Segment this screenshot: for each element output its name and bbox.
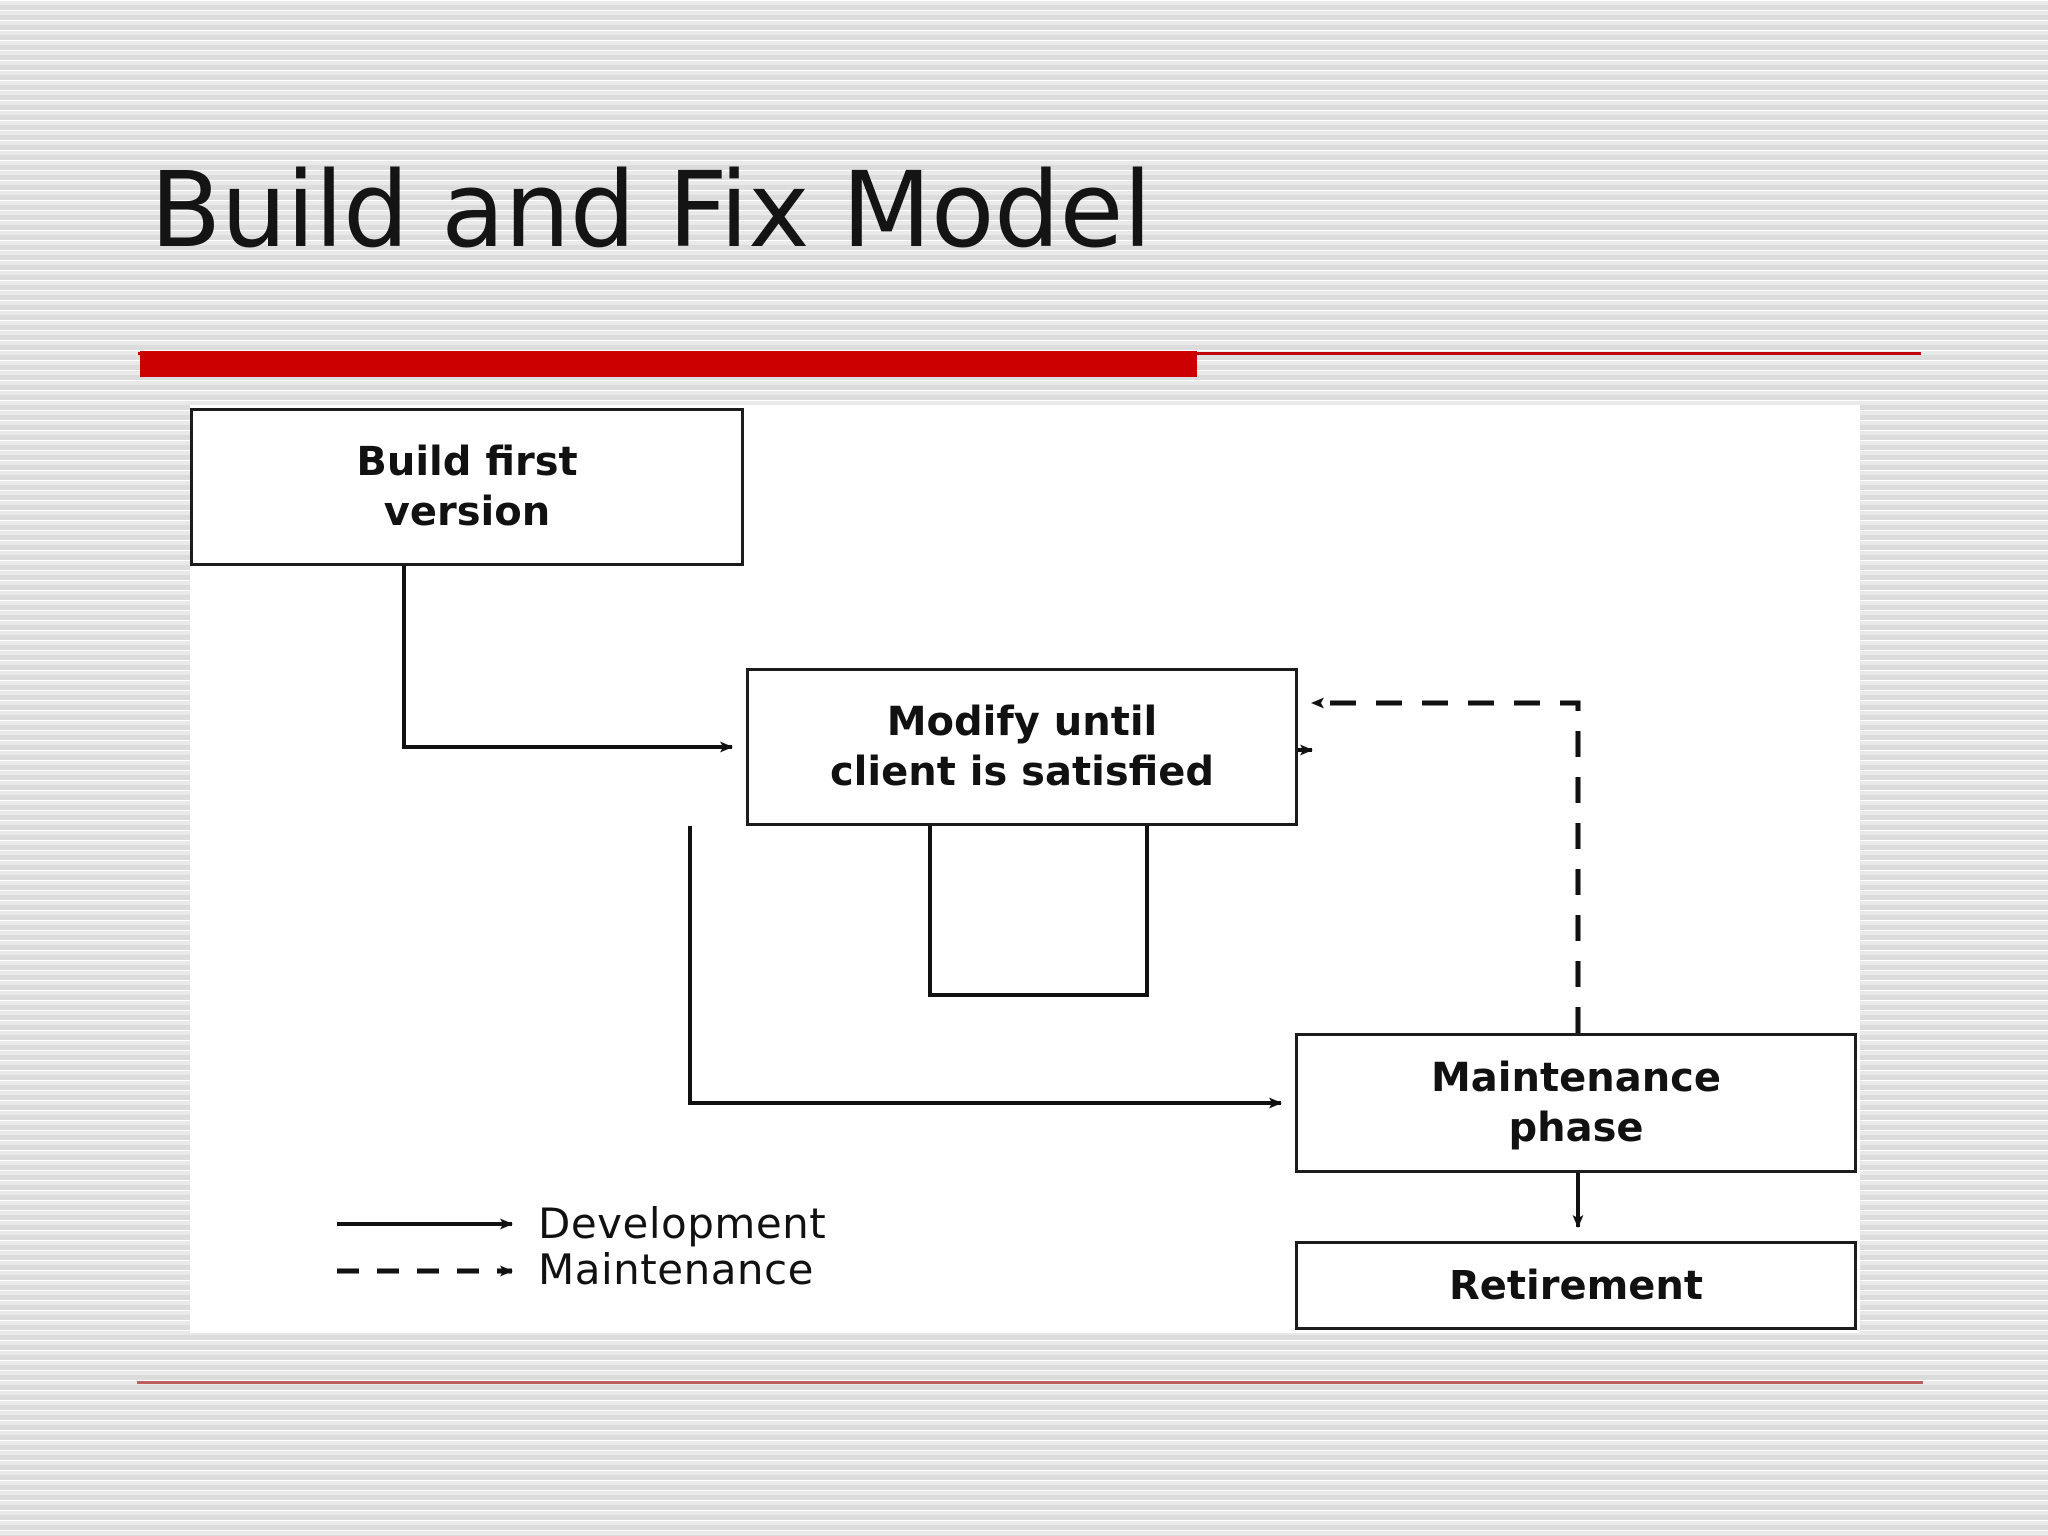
node-maintenance-line1: Maintenance (1430, 1055, 1722, 1101)
edge-build-to-modify (402, 566, 733, 753)
edge-modify-to-maintenance (688, 826, 1282, 1109)
node-build-first-version[interactable]: Build first version (190, 408, 744, 566)
legend-sample-arrows (337, 1218, 513, 1277)
node-retirement-label: Retirement (1448, 1262, 1704, 1309)
node-maintenance-label: Maintenance phase (1431, 1053, 1721, 1153)
page-title: Build and Fix Model (150, 149, 1152, 271)
node-retirement[interactable]: Retirement (1295, 1241, 1857, 1330)
title-underline-thick (140, 351, 1197, 377)
node-modify-label: Modify until client is satisfied (830, 697, 1214, 797)
node-build-label: Build first version (356, 437, 577, 537)
node-modify-line2: client is satisfied (829, 749, 1215, 795)
node-build-line2: version (383, 489, 551, 535)
legend-label-development: Development (538, 1199, 827, 1248)
node-maintenance-line2: phase (1508, 1105, 1644, 1151)
flowchart-panel: Build first version Modify until client … (190, 405, 1860, 1333)
edge-maintenance-to-modify (1311, 697, 1581, 1033)
footer-rule (137, 1381, 1923, 1384)
legend-label-maintenance: Maintenance (538, 1245, 814, 1294)
node-maintenance-phase[interactable]: Maintenance phase (1295, 1033, 1857, 1173)
legend: Development Maintenance (337, 1201, 897, 1321)
node-build-line1: Build first (356, 439, 578, 485)
node-modify-until-client-satisfied[interactable]: Modify until client is satisfied (746, 668, 1298, 826)
node-modify-line1: Modify until (886, 699, 1158, 745)
